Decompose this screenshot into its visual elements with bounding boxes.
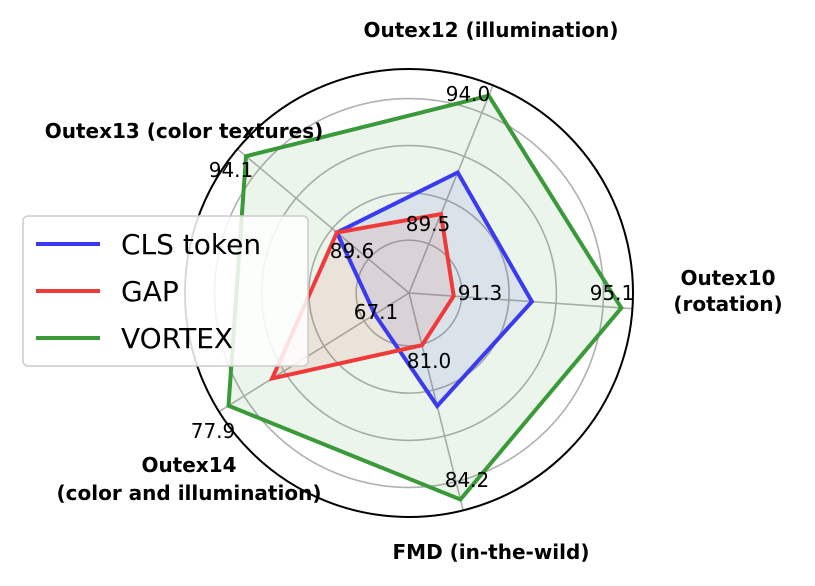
axis-max-label-4: 77.9 <box>191 419 236 443</box>
axis-min-label-3: 89.6 <box>330 239 375 263</box>
radar-labels: 95.1 94.0 94.1 77.9 84.2 91.3 89.5 89.6 67.1 81.0… <box>45 18 783 564</box>
series-fill-2 <box>228 95 622 500</box>
legend-box <box>22 215 309 367</box>
spoke-2 <box>408 85 494 294</box>
series-fill-1 <box>272 214 454 379</box>
legend-label-0: CLS token <box>121 228 261 261</box>
legend-label-2: VORTEX <box>121 322 233 355</box>
spoke-3 <box>236 148 410 294</box>
axis-label-1-line-2: (rotation) <box>673 292 782 316</box>
axis-max-label-2: 94.0 <box>446 82 491 106</box>
axis-label-1-line-1: Outex10 <box>680 266 775 290</box>
axis-max-label-5: 84.2 <box>445 468 490 492</box>
axis-max-label-1: 95.1 <box>590 281 635 305</box>
series-fill-0 <box>336 172 532 406</box>
radar-series <box>226 93 624 502</box>
series-line-0 <box>334 169 535 410</box>
axis-min-label-1: 91.3 <box>458 281 503 305</box>
axis-max-label-3: 94.1 <box>209 158 254 182</box>
axis-label-2-line-1: Outex12 (illumination) <box>364 18 619 42</box>
axis-min-label-2: 89.5 <box>406 212 451 236</box>
axis-min-label-5: 81.0 <box>407 349 452 373</box>
axis-min-label-4: 67.1 <box>354 300 399 324</box>
axis-label-5-line-1: FMD (in-the-wild) <box>393 540 590 564</box>
axis-label-4-line-2: (color and illumination) <box>57 481 322 505</box>
legend-label-1: GAP <box>121 275 179 308</box>
spoke-4 <box>218 292 410 413</box>
axis-label-4-line-1: Outex14 <box>141 453 236 477</box>
grid-ring-1 <box>355 239 463 347</box>
axis-label-3-line-1: Outex13 (color textures) <box>45 119 324 143</box>
spoke-1 <box>408 292 633 310</box>
